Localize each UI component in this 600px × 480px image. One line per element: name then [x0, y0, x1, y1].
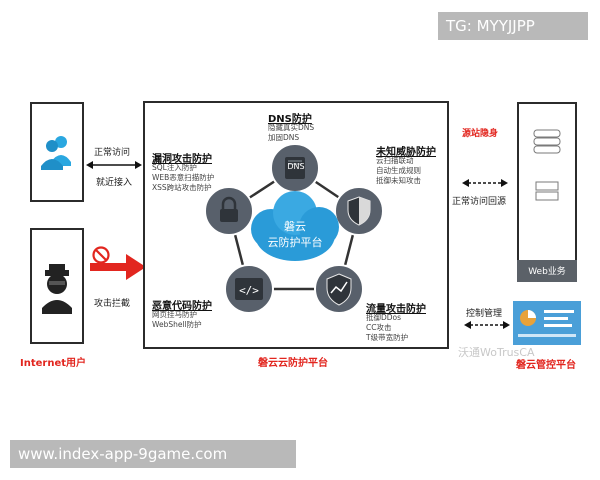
hacker-icon [42, 264, 72, 314]
dns-item-1: 加固DNS [268, 133, 300, 142]
shield-node [334, 186, 384, 236]
bottom-watermark-text: www.index-app-9game.com [18, 445, 228, 463]
bottom-watermark-banner: www.index-app-9game.com [10, 440, 296, 468]
block-icon [92, 246, 110, 264]
vuln-protection-title: 漏洞攻击防护 [152, 154, 212, 165]
control-arrow [464, 321, 510, 329]
control-platform-label: 磐云管控平台 [516, 360, 576, 371]
dns-node-label: DNS [287, 162, 305, 171]
flow-item-1: CC攻击 [366, 323, 392, 332]
platform-caption: 磐云云防护平台 [258, 358, 328, 369]
top-watermark-text: TG: MYYJJPP [446, 17, 535, 35]
users-icon [41, 136, 71, 170]
return-arrow [462, 179, 508, 187]
top-watermark-banner: TG: MYYJJPP [438, 12, 588, 40]
normal-return-label: 正常访问回源 [452, 197, 507, 207]
code-node: </> [224, 264, 274, 314]
web-business-label: Web业务 [528, 267, 566, 277]
platform-name-line1: 磐云 [284, 220, 306, 233]
platform-name-line2: 云防护平台 [267, 236, 323, 249]
wechat-watermark: 沃通WoTrusCA [458, 346, 535, 359]
internet-users-label: Internet用户 [20, 358, 87, 369]
attacker-box [30, 228, 84, 344]
flow-item-2: T级带宽防护 [366, 333, 409, 342]
unknown-threat-title: 未知威胁防护 [376, 147, 436, 158]
svg-text:</>: </> [239, 284, 259, 297]
lock-node [204, 186, 254, 236]
server-icon [533, 129, 561, 201]
dashboard-icon [513, 301, 581, 345]
malware-protection-title: 恶意代码防护 [152, 301, 212, 312]
unknown-item-2: 抵御未知攻击 [376, 176, 421, 185]
web-business-box [517, 102, 577, 282]
vuln-item-1: WEB恶意扫描防护 [152, 173, 215, 182]
vuln-item-0: SQL注入防护 [152, 163, 197, 172]
normal-access-label: 正常访问 [94, 148, 131, 158]
vuln-item-2: XSS跨站攻击防护 [152, 183, 212, 192]
dns-protection-title: DNS防护 [268, 114, 312, 125]
unknown-item-0: 云扫描联动 [376, 156, 414, 165]
protection-network: </> [204, 143, 384, 314]
web-business-bar [517, 260, 577, 282]
malware-item-0: 网页挂马防护 [152, 310, 197, 319]
normal-user-box [30, 102, 84, 202]
malware-item-1: WebShell防护 [152, 320, 202, 329]
cloud-icon [251, 191, 339, 261]
flow-node [314, 264, 364, 314]
unknown-item-1: 自动生成规则 [376, 166, 421, 175]
flow-protection-title: 流量攻击防护 [366, 304, 426, 315]
attack-arrow [90, 254, 146, 280]
attack-block-label: 攻击拦截 [94, 299, 131, 309]
source-hide-label: 源站隐身 [462, 129, 499, 139]
control-mgmt-label: 控制管理 [466, 309, 503, 319]
nearby-access-label: 就近接入 [96, 178, 133, 188]
bidirectional-arrow-left [86, 161, 142, 169]
dns-item-0: 隐藏真实DNS [268, 123, 315, 132]
flow-item-0: 抵御DDos [366, 313, 402, 322]
